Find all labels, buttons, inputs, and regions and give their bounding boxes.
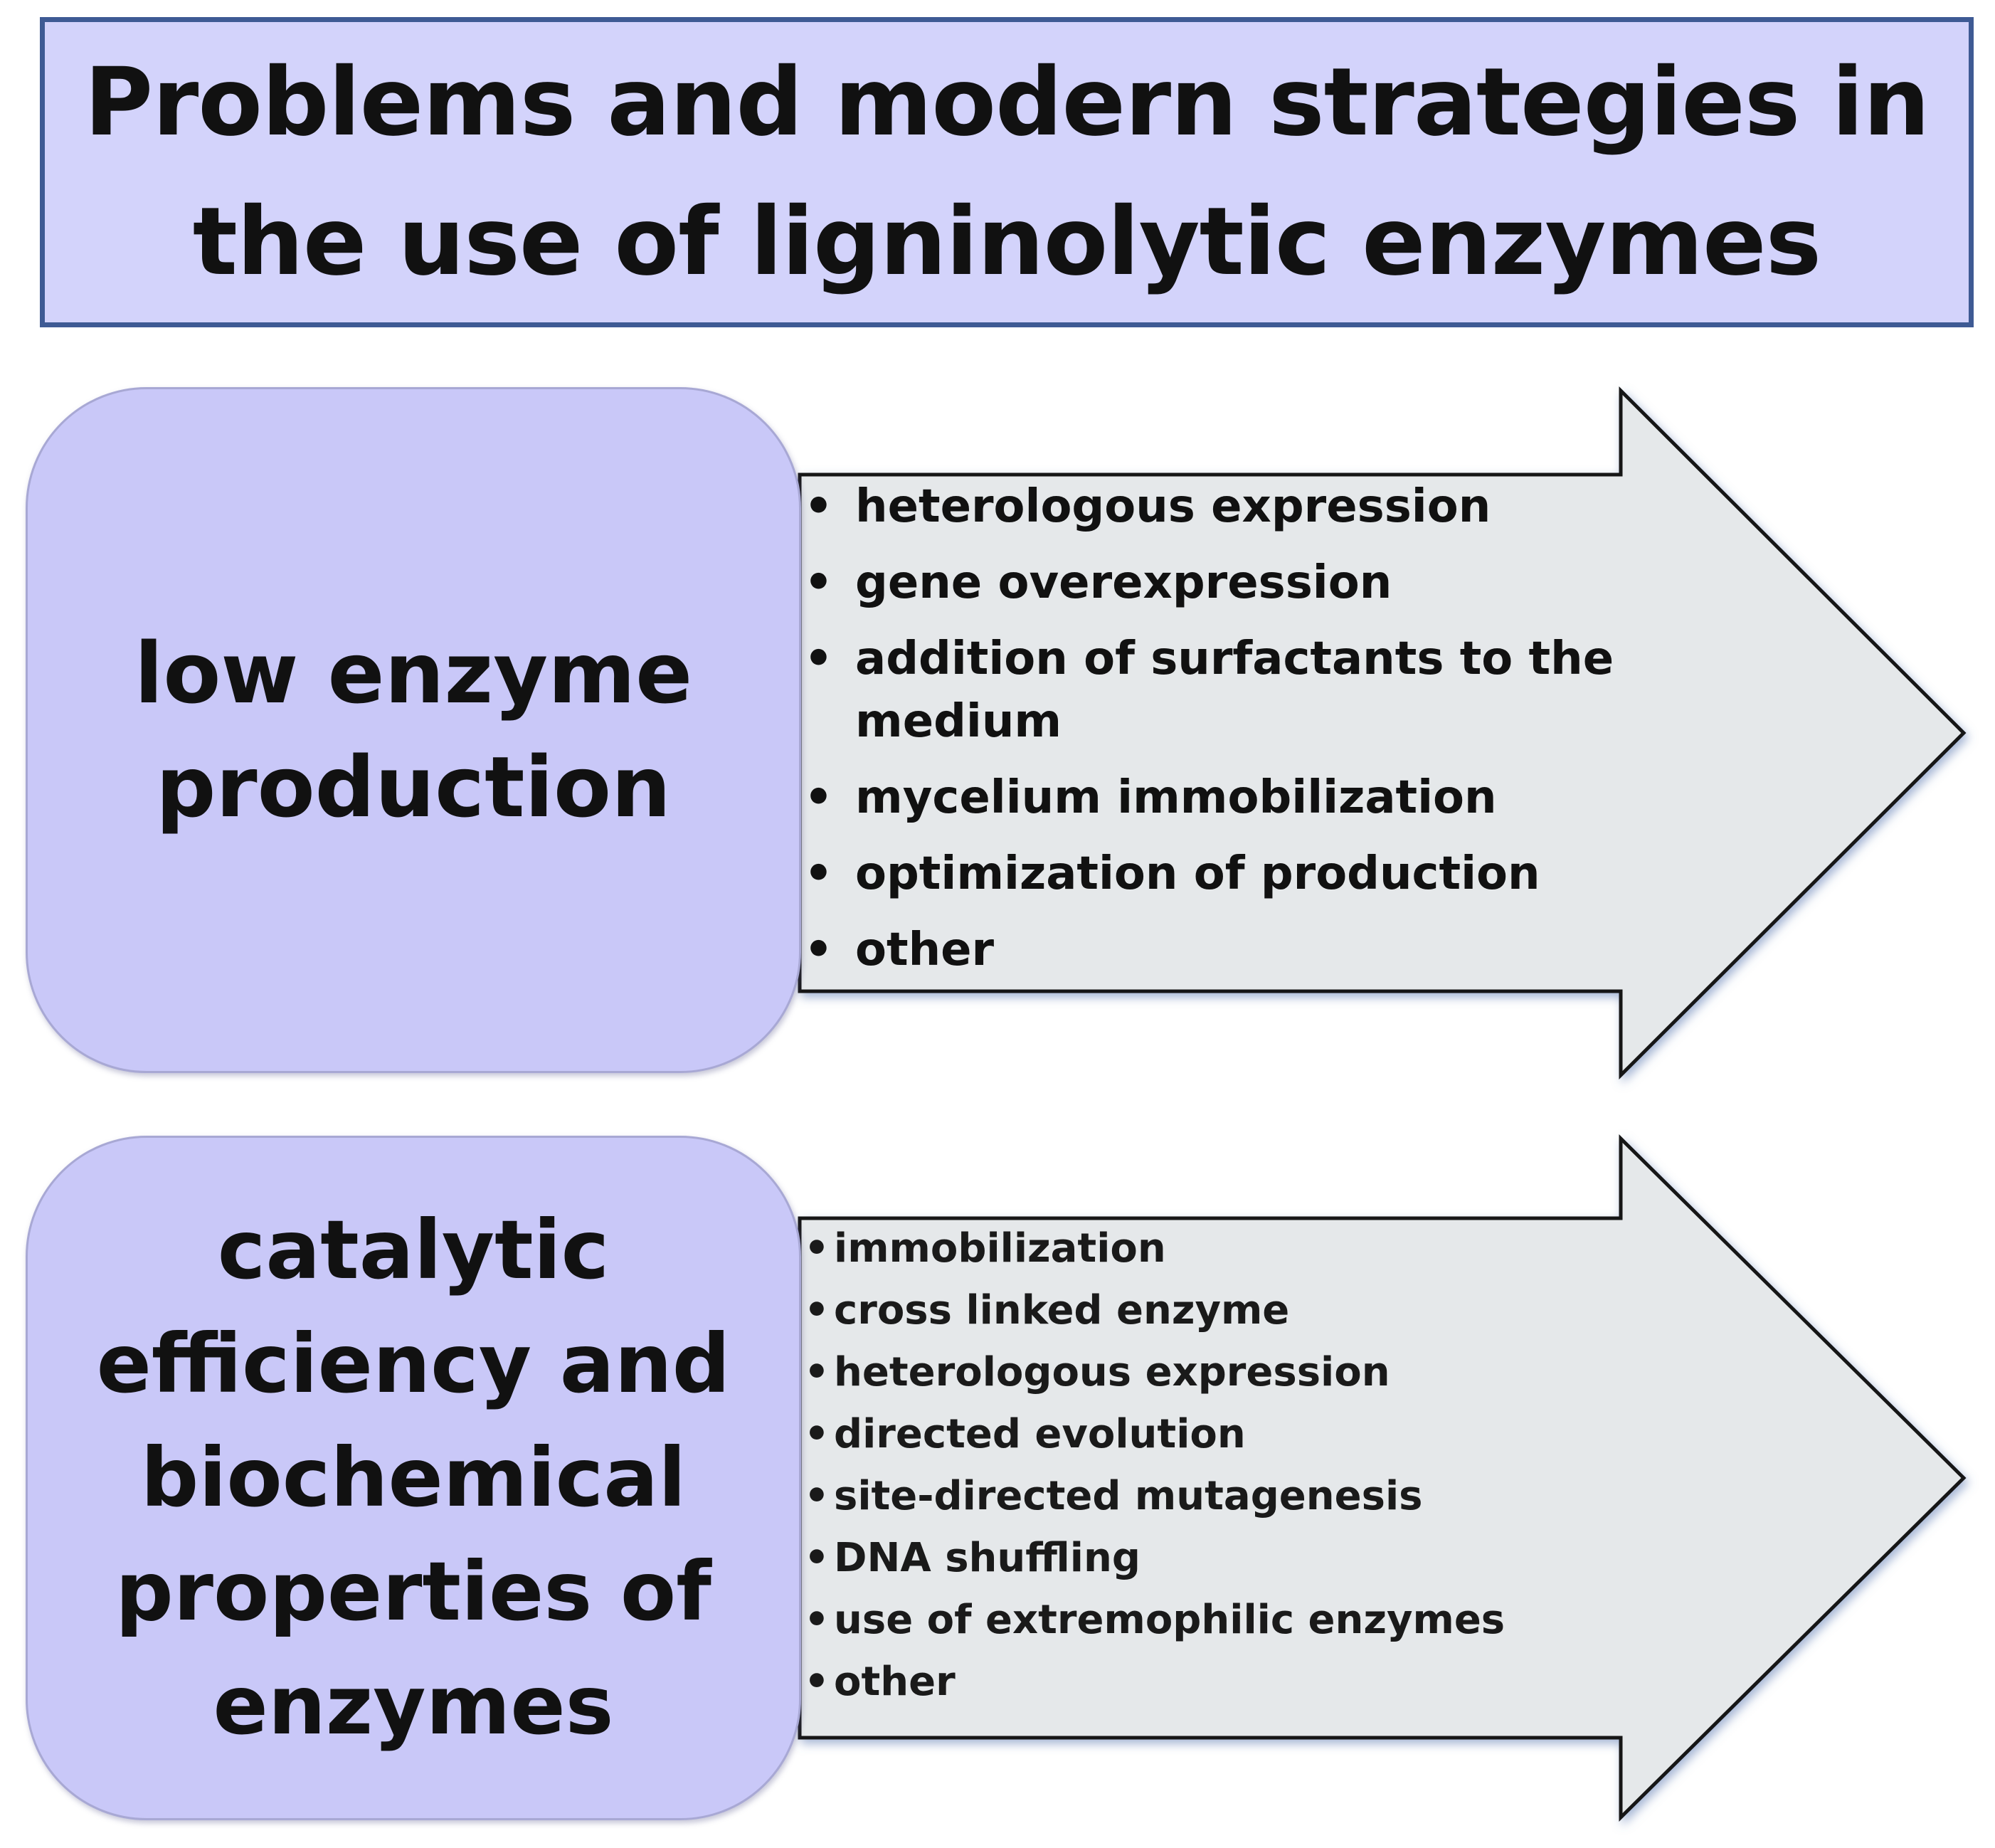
problem-label-line: biochemical xyxy=(140,1430,687,1525)
strategy-list-catalytic-efficiency: •immobilization •cross linked enzyme •he… xyxy=(804,1223,1505,1718)
problem-label-line: enzymes xyxy=(213,1658,614,1753)
bullet-icon: • xyxy=(804,848,833,900)
strategy-item: •other xyxy=(804,1656,1505,1709)
strategy-text: use of extremophilic enzymes xyxy=(834,1597,1505,1643)
strategy-item: • gene overexpression xyxy=(804,551,1659,614)
bullet-icon: • xyxy=(804,771,833,824)
bullet-icon: • xyxy=(804,1225,830,1272)
strategy-text: addition of surfactants to the medium xyxy=(855,633,1614,748)
bullet-icon: • xyxy=(804,1287,830,1334)
strategy-item: •directed evolution xyxy=(804,1408,1505,1461)
strategy-item: •immobilization xyxy=(804,1223,1505,1275)
problem-label-line: properties of xyxy=(115,1544,711,1639)
bullet-icon: • xyxy=(804,480,833,533)
bullet-icon: • xyxy=(804,1535,830,1581)
strategy-text: heterologous expression xyxy=(834,1349,1390,1395)
strategy-list-low-enzyme-production: • heterologous expression • gene overexpre… xyxy=(804,475,1659,995)
strategy-item: •DNA shuffling xyxy=(804,1532,1505,1585)
bullet-icon: • xyxy=(804,1597,830,1643)
bullet-icon: • xyxy=(804,1473,830,1519)
bullet-icon: • xyxy=(804,633,833,685)
bullet-icon: • xyxy=(804,556,833,609)
problem-box-low-enzyme-production: low enzyme production xyxy=(26,387,801,1073)
strategy-text: cross linked enzyme xyxy=(834,1287,1290,1334)
strategy-text: gene overexpression xyxy=(855,556,1392,609)
strategy-text: other xyxy=(834,1659,956,1705)
bullet-icon: • xyxy=(804,1349,830,1395)
strategy-item: • other xyxy=(804,919,1659,981)
strategy-arrow-top xyxy=(798,386,1967,1080)
strategy-text: directed evolution xyxy=(834,1411,1246,1457)
bullet-icon: • xyxy=(804,924,833,976)
strategy-item: •cross linked enzyme xyxy=(804,1284,1505,1337)
problem-label-line: production xyxy=(155,738,672,836)
strategy-item: •site-directed mutagenesis xyxy=(804,1470,1505,1523)
bullet-icon: • xyxy=(804,1411,830,1457)
diagram-title-line-1: Problems and modern strategies in xyxy=(84,48,1930,157)
strategy-text: immobilization xyxy=(834,1225,1166,1272)
strategy-text: site-directed mutagenesis xyxy=(834,1473,1423,1519)
strategy-text: other xyxy=(855,924,995,976)
problem-label-line: catalytic xyxy=(217,1203,610,1297)
strategy-item: • mycelium immobilization xyxy=(804,766,1659,829)
strategy-text: DNA shuffling xyxy=(834,1535,1141,1581)
strategy-text: mycelium immobilization xyxy=(855,771,1497,824)
diagram-title-box: Problems and modern strategies in the us… xyxy=(40,17,1974,327)
strategy-item: • optimization of production xyxy=(804,843,1659,905)
strategy-item: • heterologous expression xyxy=(804,475,1659,538)
problem-label-line: efficiency and xyxy=(96,1316,731,1411)
diagram-title-line-2: the use of ligninolytic enzymes xyxy=(192,187,1821,297)
strategy-text: optimization of production xyxy=(855,848,1540,900)
strategy-item: •heterologous expression xyxy=(804,1346,1505,1399)
problem-box-catalytic-efficiency: catalytic efficiency and biochemical pro… xyxy=(26,1136,801,1820)
bullet-icon: • xyxy=(804,1659,830,1705)
problem-label-line: low enzyme xyxy=(134,624,693,722)
strategy-item: • addition of surfactants to the medium xyxy=(804,628,1659,753)
strategy-text: heterologous expression xyxy=(855,480,1491,533)
strategy-item: •use of extremophilic enzymes xyxy=(804,1594,1505,1647)
strategy-arrow-bottom xyxy=(798,1134,1967,1822)
